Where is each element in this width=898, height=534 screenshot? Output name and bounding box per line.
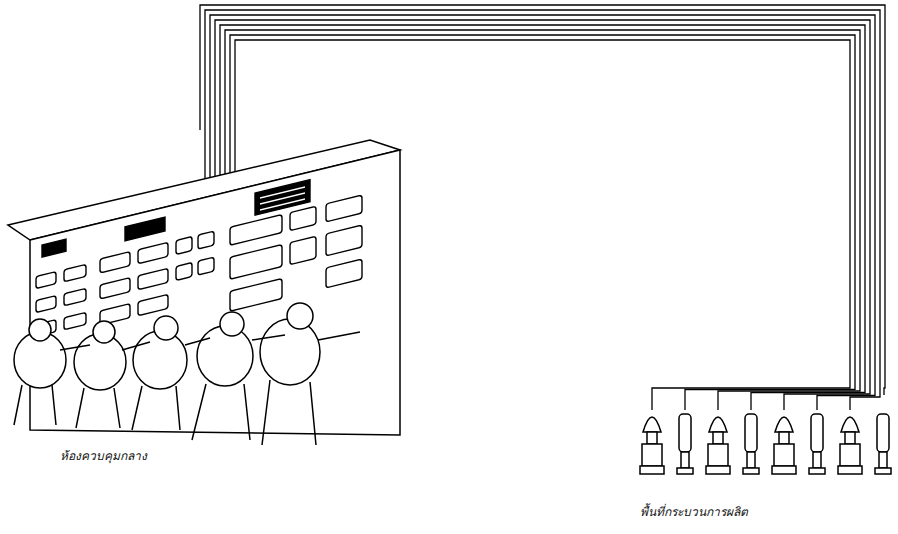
transmitter (745, 414, 757, 452)
signal-wire (210, 15, 875, 410)
valve-body (840, 444, 860, 466)
valve-stem (779, 432, 789, 444)
transmitter-stem (681, 452, 689, 468)
valve-flange (706, 466, 730, 474)
transmitter-stem (879, 452, 887, 468)
field-instruments (640, 414, 891, 474)
valve-flange (838, 466, 862, 474)
transmitter-base (743, 468, 759, 474)
transmitter-stem (747, 452, 755, 468)
transmitter-stem (813, 452, 821, 468)
transmitter-base (809, 468, 825, 474)
cable-line (200, 5, 885, 395)
transmitter-base (677, 468, 693, 474)
valve-actuator (709, 417, 727, 432)
valve-body (642, 444, 662, 466)
transmitter (679, 414, 691, 452)
valve-actuator (775, 417, 793, 432)
valve-flange (772, 466, 796, 474)
area-label: ห้องควบคุมกลาง (0, 446, 410, 465)
transmitter-base (875, 468, 891, 474)
control-room: ห้องควบคุมกลาง (0, 130, 410, 465)
signal-wire (205, 10, 880, 410)
transmitter (877, 414, 889, 452)
valve-stem (713, 432, 723, 444)
signal-wire (215, 20, 870, 410)
valve-flange (640, 466, 664, 474)
valve-body (708, 444, 728, 466)
area-label: พื้นที่กระบวนการผลิต (630, 502, 898, 521)
panel-face (30, 150, 400, 435)
valve-actuator (643, 417, 661, 432)
operators (14, 303, 360, 445)
transmitter (811, 414, 823, 452)
signal-cable (200, 5, 885, 395)
valve-body (774, 444, 794, 466)
valve-stem (647, 432, 657, 444)
process-area: พื้นที่กระบวนการผลิต (630, 395, 898, 521)
valve-stem (845, 432, 855, 444)
valve-actuator (841, 417, 859, 432)
